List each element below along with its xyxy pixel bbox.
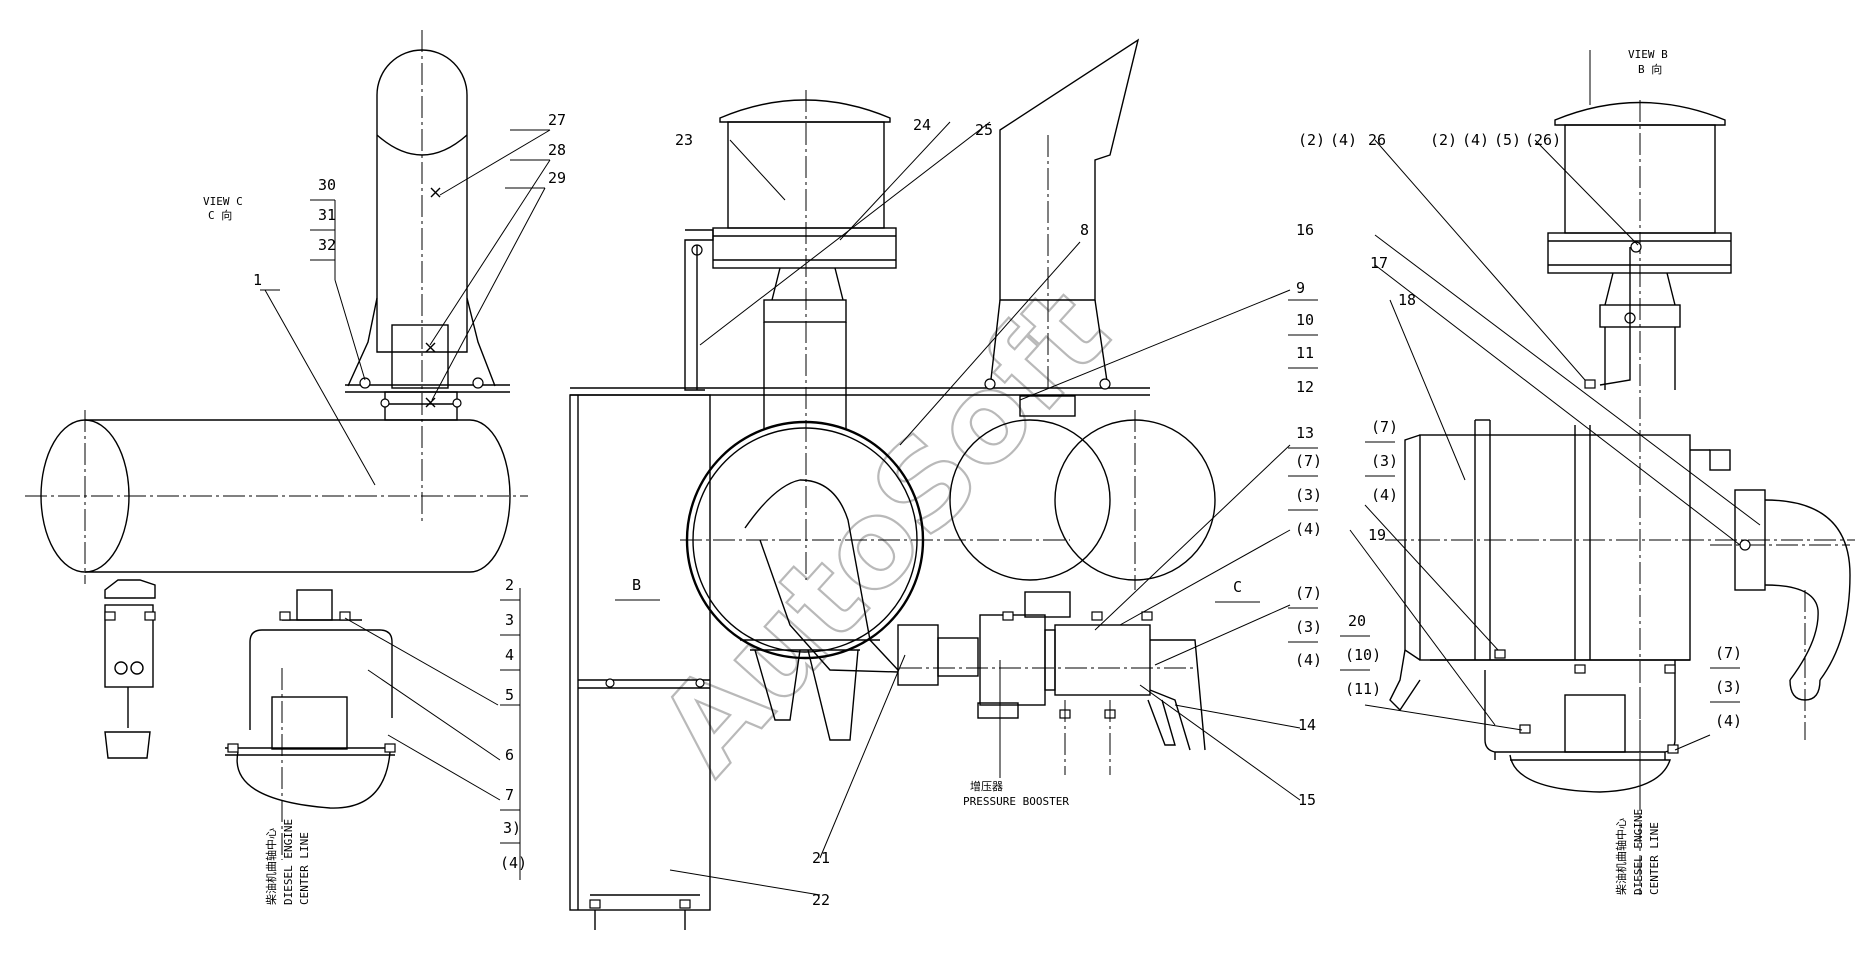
booster-label-en: PRESSURE BOOSTER bbox=[963, 795, 1069, 808]
callout-11: 11 bbox=[1296, 344, 1314, 362]
callout-20: 20 bbox=[1348, 612, 1366, 630]
center-assembly-drawing bbox=[569, 38, 1216, 930]
callout-4-ref-a: (4) bbox=[1295, 520, 1322, 538]
callout-32: 32 bbox=[318, 236, 336, 254]
view-b-title: VIEW B bbox=[1628, 48, 1668, 61]
ref-3-b: (3) bbox=[1715, 678, 1742, 696]
view-marker-b: B bbox=[632, 576, 641, 594]
callout-31: 31 bbox=[318, 206, 336, 224]
callout-3-ref-a: (3) bbox=[1295, 486, 1322, 504]
callout-1: 1 bbox=[253, 271, 262, 289]
view-b-labels: VIEW B B 向 (2) (4) 26 (2) (4) (5) (26) 1… bbox=[1298, 48, 1742, 895]
callout-6: 6 bbox=[505, 746, 514, 764]
watermark: AutoSoft bbox=[633, 263, 1135, 799]
callout-3: 3 bbox=[505, 611, 514, 629]
callout-2: 2 bbox=[505, 576, 514, 594]
callout-16: 16 bbox=[1296, 221, 1314, 239]
ref-2-a: (2) bbox=[1298, 131, 1325, 149]
center-line-left-en2: CENTER LINE bbox=[298, 832, 311, 905]
view-b-drawing bbox=[1385, 100, 1855, 895]
callout-9: 9 bbox=[1296, 279, 1305, 297]
booster-label-cn: 增压器 bbox=[970, 779, 1003, 793]
callout-8: 8 bbox=[1080, 221, 1089, 239]
callout-28: 28 bbox=[548, 141, 566, 159]
callout-15: 15 bbox=[1298, 791, 1316, 809]
callout-10: 10 bbox=[1296, 311, 1314, 329]
ref-2-b: (2) bbox=[1430, 131, 1457, 149]
center-line-right-en1: DIESEL ENGINE bbox=[1632, 809, 1645, 895]
callout-13: 13 bbox=[1296, 424, 1314, 442]
callout-7: 7 bbox=[505, 786, 514, 804]
ref-7-a: (7) bbox=[1371, 418, 1398, 436]
callout-4-ref: (4) bbox=[500, 854, 527, 872]
ref-3-a: (3) bbox=[1371, 452, 1398, 470]
center-line-left-en1: DIESEL ENGINE bbox=[282, 819, 295, 905]
ref-4-d: (4) bbox=[1715, 712, 1742, 730]
view-b-title-cn: B 向 bbox=[1638, 62, 1662, 76]
ref-10: (10) bbox=[1345, 646, 1381, 664]
view-c-title: VIEW C bbox=[203, 195, 243, 208]
center-line-right-cn: 柴油机曲轴中心 bbox=[1614, 818, 1628, 895]
ref-4-a: (4) bbox=[1330, 131, 1357, 149]
view-c-drawing bbox=[25, 30, 528, 860]
callout-29: 29 bbox=[548, 169, 566, 187]
callout-4: 4 bbox=[505, 646, 514, 664]
ref-7-b: (7) bbox=[1715, 644, 1742, 662]
callout-24: 24 bbox=[913, 116, 931, 134]
view-marker-c: C bbox=[1233, 578, 1242, 596]
callout-19: 19 bbox=[1368, 526, 1386, 544]
center-line-left-cn: 柴油机曲轴中心 bbox=[264, 828, 278, 905]
center-line-right-en2: CENTER LINE bbox=[1648, 822, 1661, 895]
callout-14: 14 bbox=[1298, 716, 1316, 734]
callout-3-ref-b: (3) bbox=[1295, 618, 1322, 636]
center-labels: 23 24 25 8 16 9 10 11 12 13 (7) (3) (4) … bbox=[615, 116, 1322, 909]
ref-4-b: (4) bbox=[1462, 131, 1489, 149]
callout-23: 23 bbox=[675, 131, 693, 149]
callout-3-ref: 3) bbox=[503, 819, 521, 837]
callout-4-ref-b: (4) bbox=[1295, 651, 1322, 669]
callout-18: 18 bbox=[1398, 291, 1416, 309]
ref-4-c: (4) bbox=[1371, 486, 1398, 504]
callout-5: 5 bbox=[505, 686, 514, 704]
callout-30: 30 bbox=[318, 176, 336, 194]
ref-26-b: (26) bbox=[1525, 131, 1561, 149]
callout-21: 21 bbox=[812, 849, 830, 867]
view-c-labels: VIEW C C 向 27 28 29 30 31 32 1 2 3 4 5 6… bbox=[203, 111, 566, 905]
callout-25: 25 bbox=[975, 121, 993, 139]
ref-5-b: (5) bbox=[1494, 131, 1521, 149]
callout-12: 12 bbox=[1296, 378, 1314, 396]
leader-lines bbox=[260, 50, 1761, 896]
callout-27: 27 bbox=[548, 111, 566, 129]
ref-26-a: 26 bbox=[1368, 131, 1386, 149]
ref-11: (11) bbox=[1345, 680, 1381, 698]
callout-17: 17 bbox=[1370, 254, 1388, 272]
callout-22: 22 bbox=[812, 891, 830, 909]
view-c-title-cn: C 向 bbox=[208, 208, 232, 222]
callout-7-ref-a: (7) bbox=[1295, 452, 1322, 470]
callout-7-ref-b: (7) bbox=[1295, 584, 1322, 602]
